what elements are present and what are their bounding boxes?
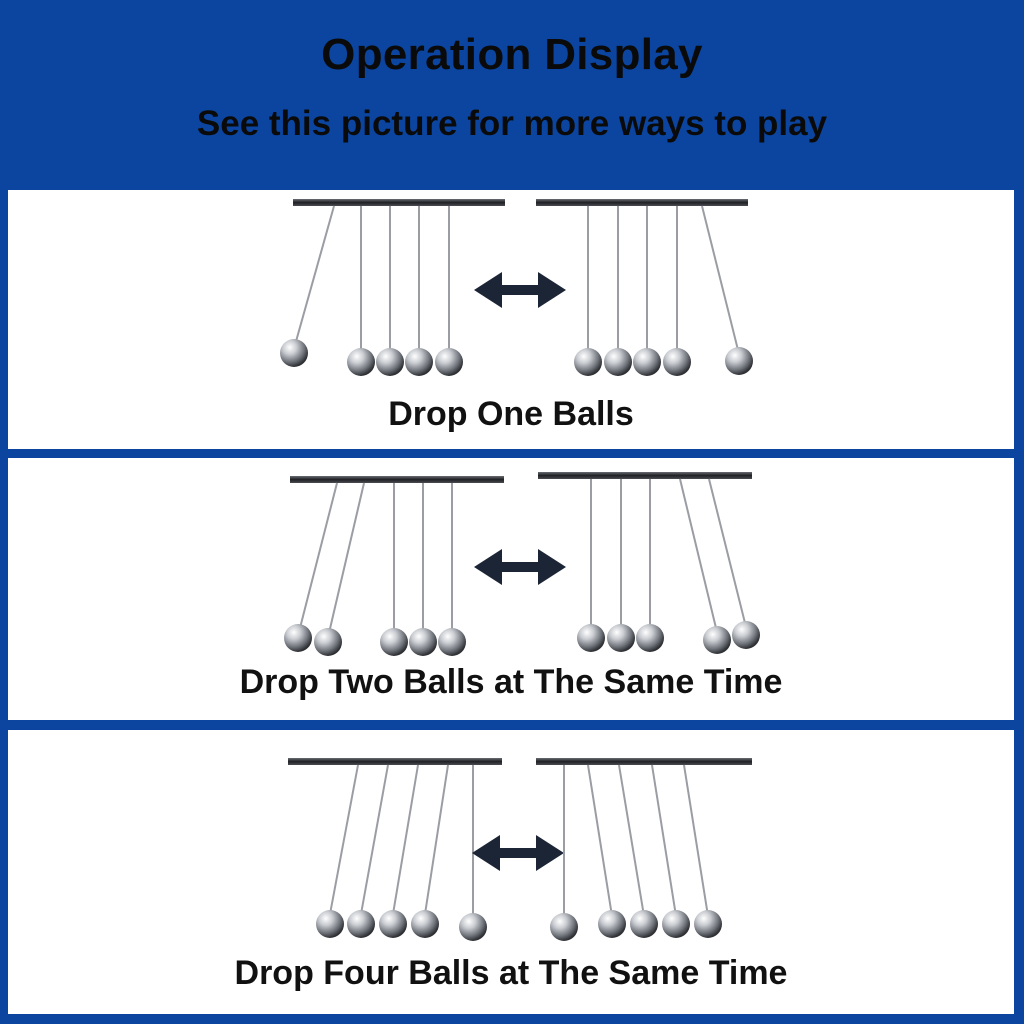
panel-caption: Drop Two Balls at The Same Time bbox=[239, 663, 783, 701]
string bbox=[701, 205, 739, 351]
cradle-bar-left bbox=[290, 476, 504, 483]
ball bbox=[574, 348, 602, 376]
ball bbox=[694, 910, 722, 938]
cradle-bar-left bbox=[288, 758, 502, 765]
ball bbox=[405, 348, 433, 376]
string bbox=[651, 764, 677, 917]
ball bbox=[459, 913, 487, 941]
ball bbox=[379, 910, 407, 938]
string bbox=[587, 764, 613, 917]
string bbox=[424, 764, 449, 915]
ball bbox=[725, 347, 753, 375]
panel-drop-four: Drop Four Balls at The Same Time bbox=[8, 730, 1014, 1014]
page-title: Operation Display bbox=[321, 30, 703, 79]
string bbox=[294, 205, 335, 346]
ball bbox=[703, 626, 731, 654]
double-arrow-icon bbox=[474, 272, 566, 308]
ball bbox=[347, 910, 375, 938]
string bbox=[708, 478, 746, 624]
ball bbox=[598, 910, 626, 938]
string bbox=[328, 482, 365, 634]
cradle-bar-right bbox=[536, 199, 748, 206]
cradle-bar-left bbox=[293, 199, 505, 206]
ball bbox=[409, 628, 437, 656]
double-arrow-icon bbox=[474, 549, 566, 585]
panel-caption: Drop One Balls bbox=[388, 395, 634, 433]
ball bbox=[411, 910, 439, 938]
ball bbox=[316, 910, 344, 938]
string bbox=[299, 482, 338, 629]
ball bbox=[347, 348, 375, 376]
string bbox=[360, 764, 389, 915]
ball bbox=[607, 624, 635, 652]
ball bbox=[380, 628, 408, 656]
ball bbox=[438, 628, 466, 656]
panel-drop-one: Drop One Balls bbox=[8, 190, 1014, 449]
ball bbox=[314, 628, 342, 656]
cradle-bar-right bbox=[538, 472, 752, 479]
ball bbox=[435, 348, 463, 376]
ball bbox=[662, 910, 690, 938]
string bbox=[329, 764, 359, 915]
panel-drop-two: Drop Two Balls at The Same Time bbox=[8, 458, 1014, 720]
string bbox=[392, 764, 419, 915]
double-arrow-icon bbox=[472, 835, 564, 871]
ball bbox=[280, 339, 308, 367]
ball bbox=[604, 348, 632, 376]
page-subtitle: See this picture for more ways to play bbox=[196, 104, 828, 143]
string bbox=[618, 764, 645, 917]
cradle-illustration-2 bbox=[284, 472, 760, 656]
ball bbox=[630, 910, 658, 938]
ball bbox=[376, 348, 404, 376]
ball bbox=[732, 621, 760, 649]
ball bbox=[663, 348, 691, 376]
string bbox=[679, 478, 717, 629]
string bbox=[683, 764, 709, 917]
cradle-bar-right bbox=[536, 758, 752, 765]
ball bbox=[636, 624, 664, 652]
ball bbox=[633, 348, 661, 376]
ball bbox=[550, 913, 578, 941]
cradle-illustration-3 bbox=[288, 758, 752, 941]
ball bbox=[284, 624, 312, 652]
cradle-illustration-1 bbox=[280, 199, 753, 376]
panel-caption: Drop Four Balls at The Same Time bbox=[234, 954, 788, 992]
header-banner: Operation Display See this picture for m… bbox=[0, 0, 1024, 185]
ball bbox=[577, 624, 605, 652]
